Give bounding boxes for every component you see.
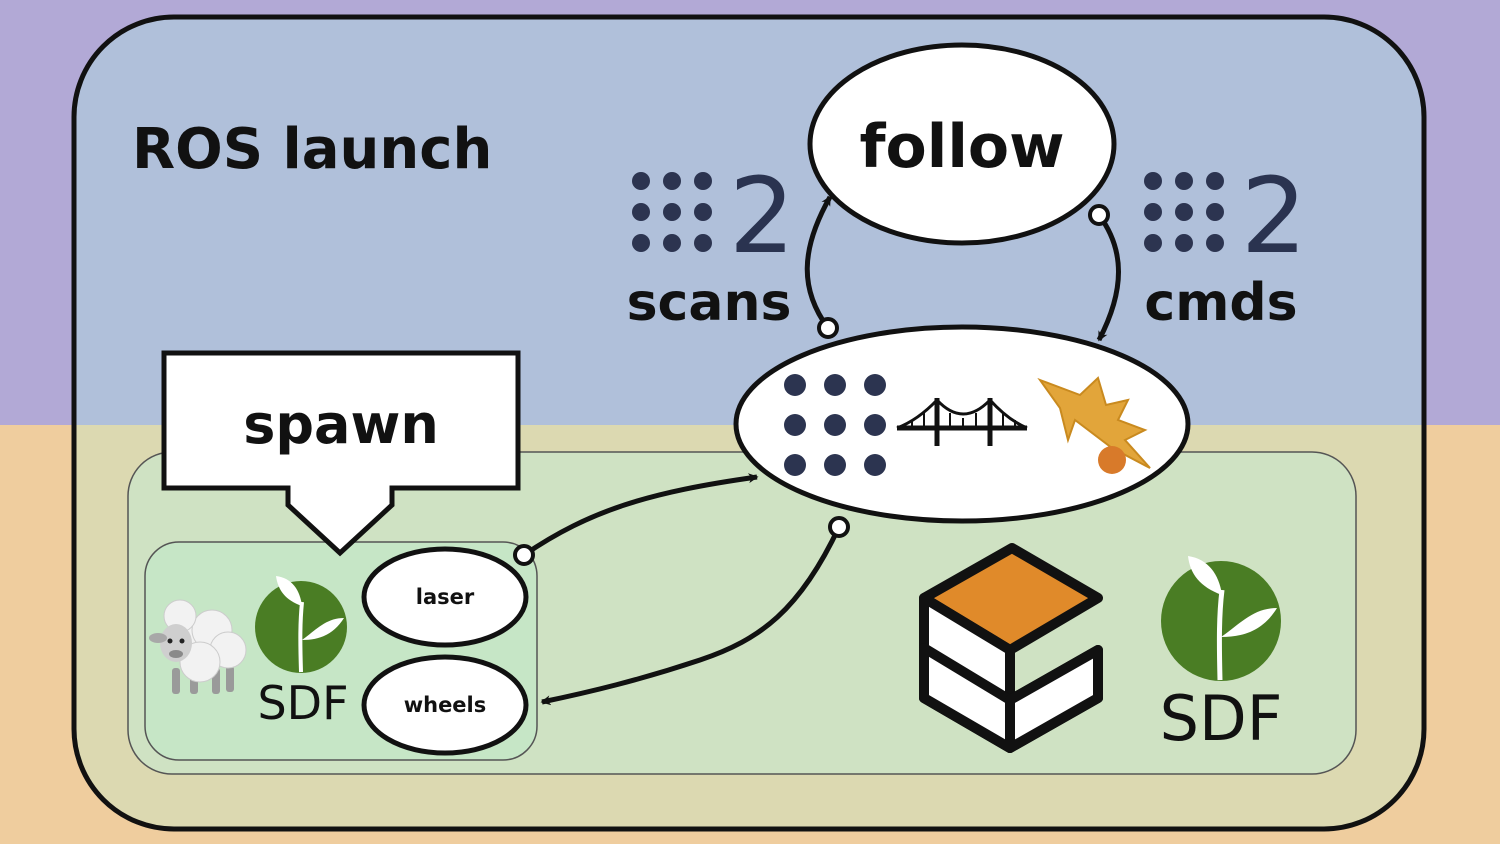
follow-label: follow: [859, 112, 1064, 182]
gazebo-logo-icon: [919, 543, 1103, 753]
ros-launch-container: [71, 14, 1427, 832]
sdf-leaf-icon: [1161, 556, 1281, 681]
spawn-callout: [161, 350, 521, 557]
scans-arrow: [804, 195, 833, 330]
robot-sdf-label: SDF: [257, 676, 348, 730]
follow-node[interactable]: [807, 42, 1117, 246]
wheels-arrow-origin: [828, 516, 850, 538]
laser-to-bridge-arrow: [522, 473, 759, 558]
ros-logo-icon: [1144, 172, 1224, 252]
scans-topic-label: scans: [627, 273, 792, 333]
ros-logo-icon: [784, 374, 886, 476]
scans-topic-count: 2: [729, 155, 795, 277]
bridge-to-wheels-arrow: [540, 525, 842, 706]
sdf-leaf-icon: [255, 576, 347, 673]
cmds-topic-count: 2: [1241, 155, 1307, 277]
laser-node[interactable]: [361, 546, 529, 648]
cmds-arrow-origin: [1088, 204, 1110, 226]
sheep-icon: [149, 599, 247, 694]
ros-logo-icon: [632, 172, 712, 252]
ros-launch-title: ROS launch: [132, 117, 492, 182]
scans-arrow-origin: [817, 317, 839, 339]
cmds-topic-label: cmds: [1144, 273, 1297, 333]
world-sdf-label: SDF: [1160, 682, 1283, 755]
bridge-icon: [896, 397, 1028, 446]
wheels-label: wheels: [404, 693, 487, 717]
gazebo-ignition-icon: [1037, 376, 1151, 474]
laser-arrow-origin: [513, 544, 535, 566]
wheels-node[interactable]: [361, 654, 529, 756]
cmds-arrow: [1096, 213, 1121, 342]
laser-label: laser: [416, 585, 475, 609]
spawn-label: spawn: [243, 393, 439, 456]
